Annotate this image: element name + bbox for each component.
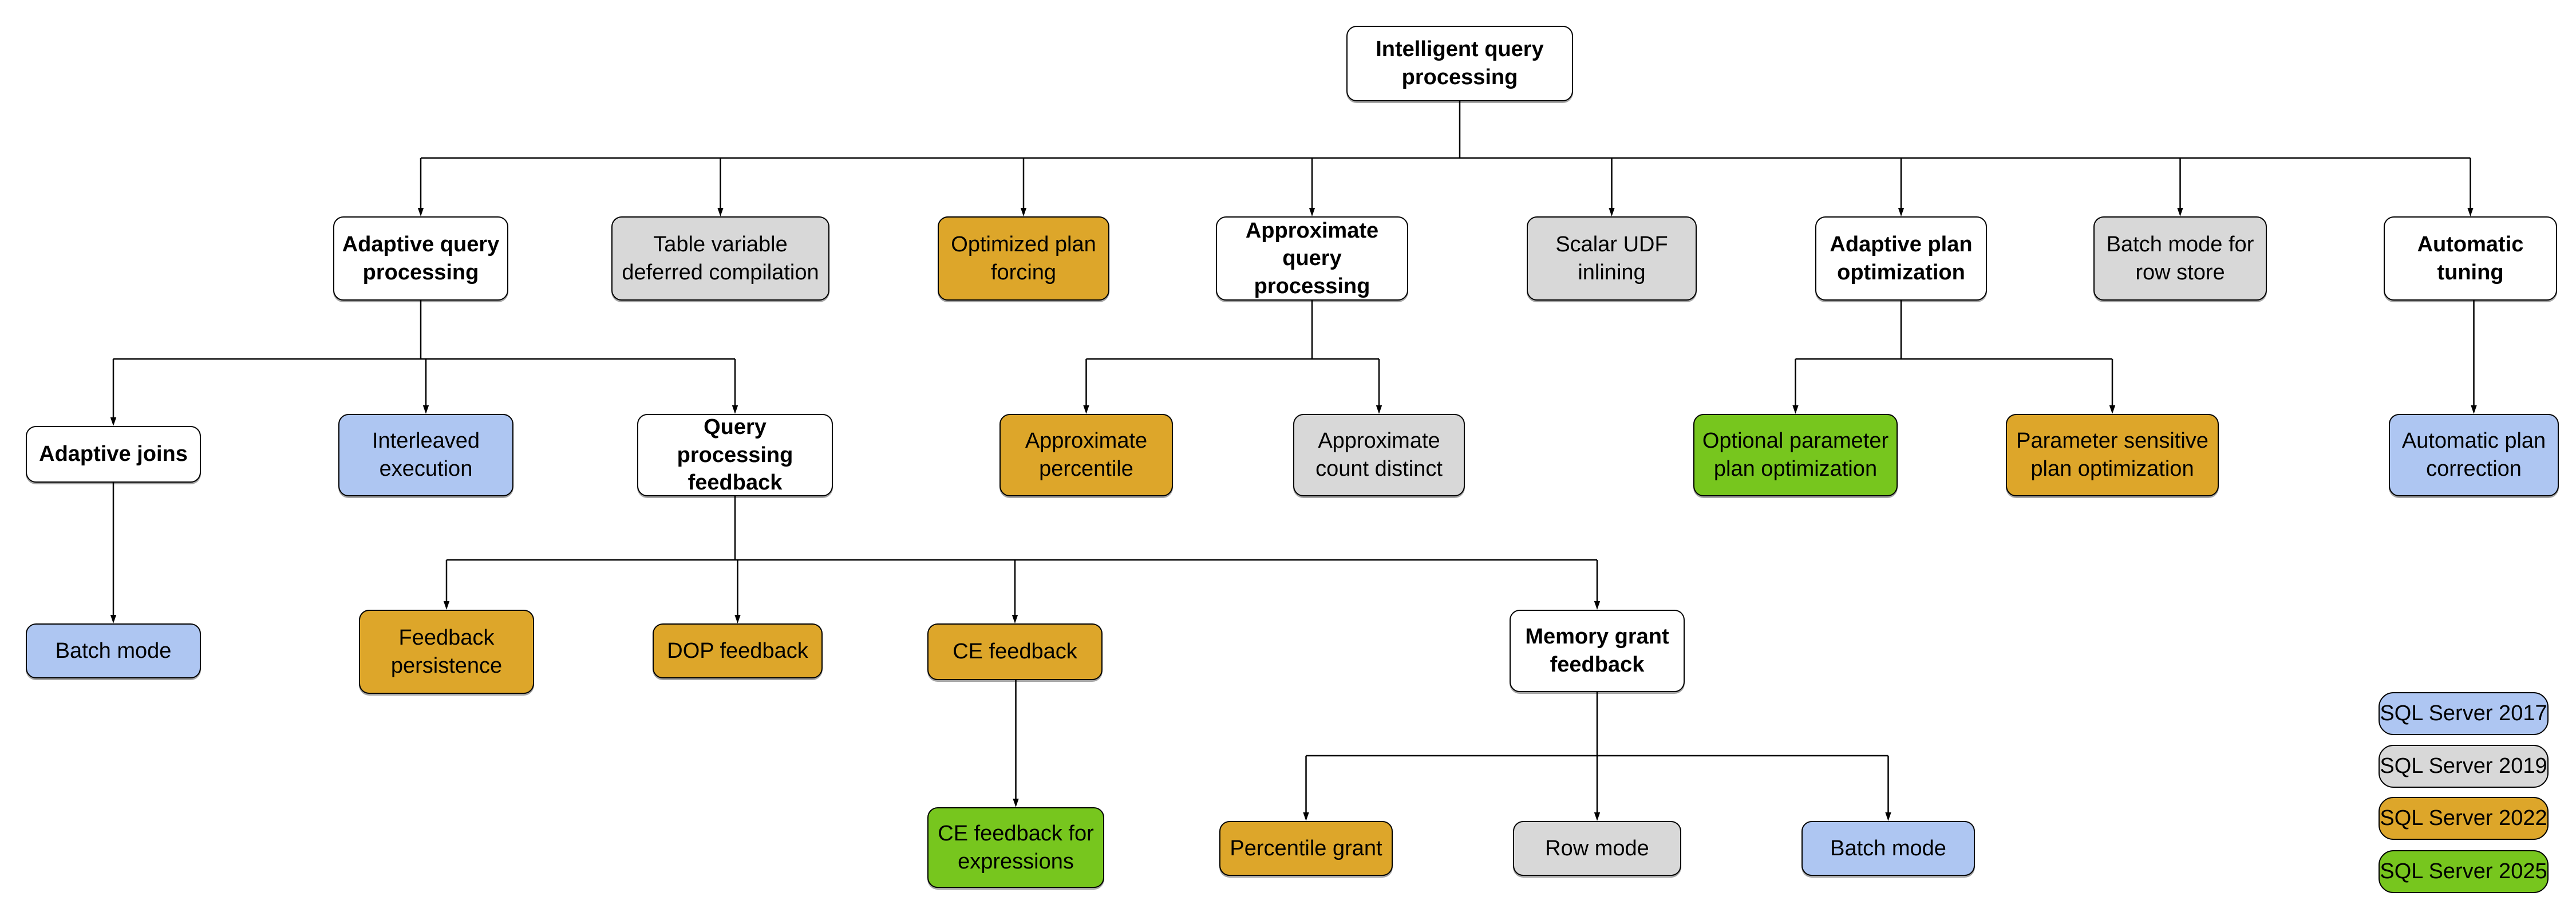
node-intelligent-query-processing: Intelligent query processing (1346, 26, 1573, 101)
arrowhead-icon (1012, 615, 1018, 623)
node-adaptive-plan-optimization: Adaptive plan optimization (1815, 216, 1987, 301)
node-optimized-plan-forcing: Optimized plan forcing (938, 216, 1109, 301)
arrowhead-icon (732, 405, 738, 414)
legend-label: SQL Server 2019 (2380, 753, 2547, 778)
node-label: Adaptive plan optimization (1830, 232, 1973, 285)
node-batch-mode-under-adaptive-joins: Batch mode (26, 623, 201, 678)
node-approximate-percentile: Approximate percentile (999, 414, 1173, 496)
node-label: CE feedback for expressions (938, 821, 1094, 874)
node-label: DOP feedback (667, 638, 808, 663)
arrowhead-icon (1013, 799, 1019, 807)
node-label: Approximate count distinct (1315, 429, 1443, 481)
node-label: Approximate query processing (1245, 218, 1379, 298)
arrowhead-icon (717, 208, 724, 216)
node-ce-feedback-for-expressions: CE feedback for expressions (927, 807, 1104, 888)
arrowhead-icon (1309, 208, 1315, 216)
node-label: Row mode (1545, 836, 1649, 860)
node-approximate-query-processing: Approximate query processing (1216, 216, 1408, 301)
node-scalar-udf-inlining: Scalar UDF inlining (1527, 216, 1697, 301)
node-adaptive-joins: Adaptive joins (26, 426, 201, 483)
arrowhead-icon (1609, 208, 1615, 216)
node-query-processing-feedback: Query processing feedback (637, 414, 833, 496)
node-label: Approximate percentile (1025, 429, 1148, 481)
legend-item-sql-server-2019: SQL Server 2019 (2379, 744, 2549, 788)
arrowhead-icon (1885, 812, 1891, 821)
node-label: Scalar UDF inlining (1555, 232, 1668, 285)
node-ce-feedback: CE feedback (927, 623, 1103, 680)
node-automatic-tuning: Automatic tuning (2384, 216, 2557, 301)
node-label: Feedback persistence (390, 625, 503, 678)
node-batch-mode-for-row-store: Batch mode for row store (2093, 216, 2267, 301)
node-label: Parameter sensitive plan optimization (2016, 429, 2208, 481)
node-label: Optimized plan forcing (951, 232, 1096, 285)
node-dop-feedback: DOP feedback (653, 623, 823, 678)
node-label: Batch mode (55, 638, 172, 663)
node-label: CE feedback (953, 639, 1077, 664)
arrowhead-icon (1083, 405, 1089, 414)
node-percentile-grant: Percentile grant (1219, 821, 1393, 876)
arrowhead-icon (1898, 208, 1905, 216)
arrowhead-icon (2177, 208, 2183, 216)
node-label: Automatic plan correction (2401, 429, 2546, 481)
node-approximate-count-distinct: Approximate count distinct (1293, 414, 1465, 496)
node-batch-mode-under-memory-grant: Batch mode (1801, 821, 1975, 876)
arrowhead-icon (1594, 601, 1601, 610)
node-adaptive-query-processing: Adaptive query processing (333, 216, 508, 301)
node-label: Adaptive joins (39, 442, 188, 467)
node-label: Query processing feedback (677, 415, 793, 495)
node-label: Optional parameter plan optimization (1702, 429, 1889, 481)
node-label: Percentile grant (1230, 836, 1382, 860)
legend-item-sql-server-2022: SQL Server 2022 (2379, 797, 2549, 840)
arrowhead-icon (1376, 405, 1382, 414)
arrowhead-icon (2109, 405, 2116, 414)
arrowhead-icon (417, 208, 424, 216)
node-label: Batch mode for row store (2106, 232, 2254, 285)
node-optional-parameter-plan-optimization: Optional parameter plan optimization (1693, 414, 1898, 496)
arrowhead-icon (734, 615, 741, 623)
arrowhead-icon (2471, 405, 2477, 414)
node-label: Intelligent query processing (1376, 37, 1544, 89)
node-memory-grant-feedback: Memory grant feedback (1510, 610, 1685, 692)
arrowhead-icon (443, 601, 450, 610)
node-table-variable-deferred-compilation: Table variable deferred compilation (611, 216, 829, 301)
arrowhead-icon (1792, 405, 1799, 414)
arrowhead-icon (110, 615, 117, 623)
arrowhead-icon (422, 405, 429, 414)
node-interleaved-execution: Interleaved execution (338, 414, 513, 496)
node-parameter-sensitive-plan-optimization: Parameter sensitive plan optimization (2006, 414, 2219, 496)
node-feedback-persistence: Feedback persistence (359, 610, 534, 694)
legend-label: SQL Server 2017 (2380, 701, 2547, 725)
node-label: Batch mode (1830, 836, 1946, 860)
arrowhead-icon (1594, 812, 1601, 821)
node-label: Memory grant feedback (1525, 625, 1669, 677)
legend-item-sql-server-2017: SQL Server 2017 (2379, 692, 2549, 735)
node-label: Adaptive query processing (342, 232, 500, 285)
arrowhead-icon (1303, 812, 1309, 821)
legend-item-sql-server-2025: SQL Server 2025 (2379, 850, 2549, 893)
node-label: Automatic tuning (2417, 232, 2524, 285)
arrowhead-icon (1020, 208, 1027, 216)
arrowhead-icon (110, 417, 117, 426)
node-automatic-plan-correction: Automatic plan correction (2389, 414, 2559, 496)
legend-label: SQL Server 2022 (2380, 806, 2547, 830)
arrowhead-icon (2467, 208, 2474, 216)
node-row-mode: Row mode (1513, 821, 1681, 876)
legend-label: SQL Server 2025 (2380, 859, 2547, 883)
node-label: Table variable deferred compilation (622, 232, 819, 285)
node-label: Interleaved execution (372, 429, 480, 481)
